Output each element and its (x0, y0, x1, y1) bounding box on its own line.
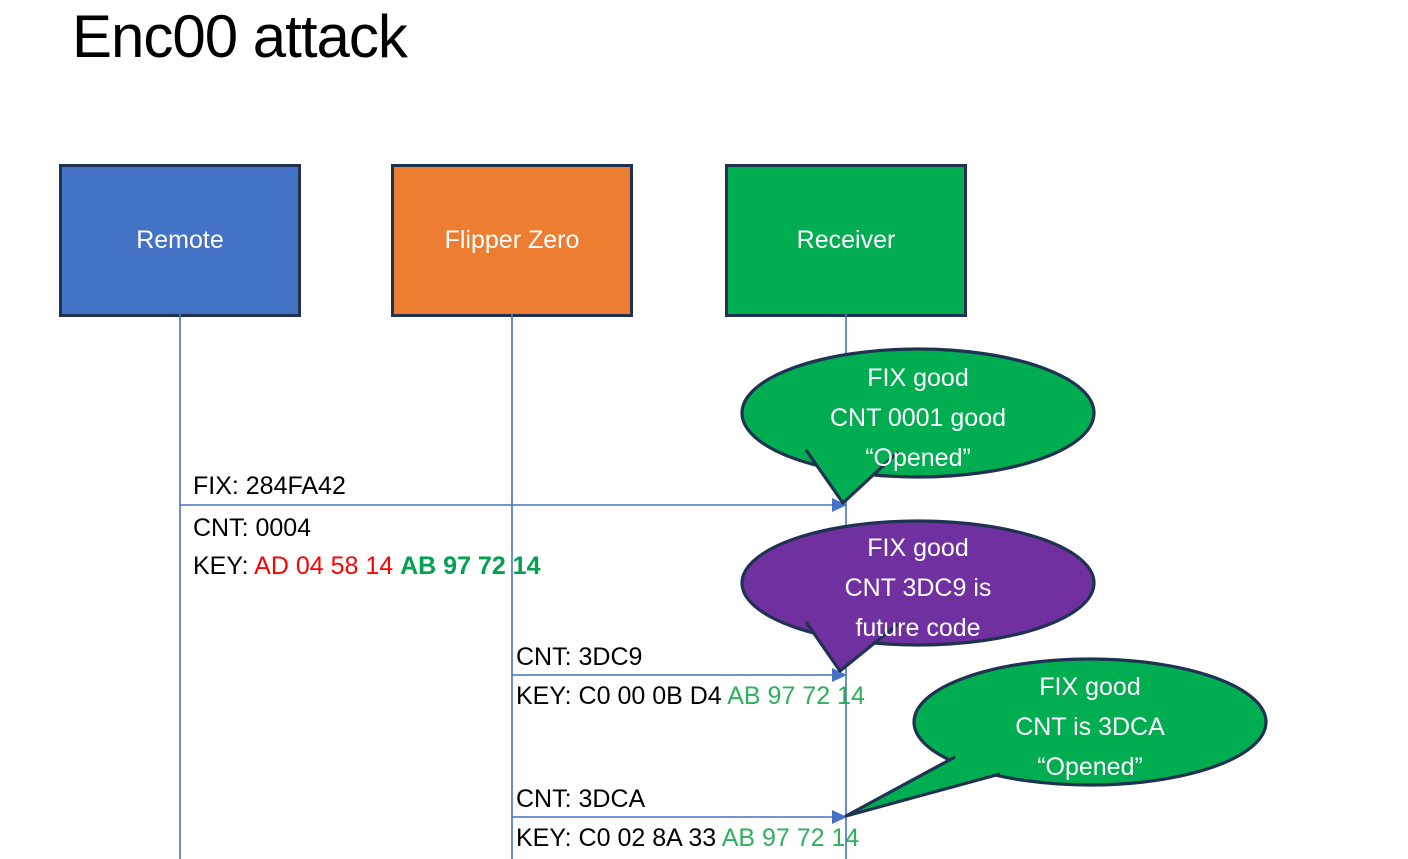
message-1-key-red-bytes: AD 04 58 14 (254, 552, 401, 580)
message-3-cnt-label: CNT: 3DCA (516, 785, 646, 813)
message-2-key-green-bytes: AB 97 72 14 (727, 682, 865, 710)
callout-1-tail (804, 449, 900, 505)
callout-2-line-2: CNT 3DC9 is (844, 574, 992, 602)
callout-3-line-3: “Opened” (1037, 753, 1143, 781)
message-2-key-label: KEY: C0 00 0B D4 AB 97 72 14 (516, 681, 865, 711)
message-2-cnt-label: CNT: 3DC9 (516, 643, 643, 671)
callout-3-line-1: FIX good (1039, 673, 1141, 701)
message-1-key-prefix: KEY: (193, 552, 255, 580)
callout-2-line-1: FIX good (867, 534, 969, 562)
callout-3-bubble (912, 657, 1268, 787)
callout-1-line-1: FIX good (867, 364, 969, 392)
callout-2-tail (804, 621, 900, 673)
callout-2-line-3: future code (855, 614, 981, 642)
actor-box-flipper-zero: Flipper Zero (391, 164, 633, 317)
callout-3-tail (844, 755, 1001, 818)
actor-label-remote: Remote (136, 226, 224, 254)
message-3-key-prefix: KEY: C0 02 8A 33 (516, 824, 722, 852)
message-1-cnt-label: CNT: 0004 (193, 514, 312, 542)
callout-3-line-2: CNT is 3DCA (1015, 713, 1165, 741)
callout-1-text: FIX good CNT 0001 good “Opened” (742, 358, 1094, 478)
message-3-key-label: KEY: C0 02 8A 33 AB 97 72 14 (516, 823, 859, 853)
slide-title: Enc00 attack (72, 3, 408, 70)
message-1-key-label: KEY: AD 04 58 14 AB 97 72 14 (193, 551, 540, 581)
message-2-key-prefix: KEY: C0 00 0B D4 (516, 682, 728, 710)
callout-2-bubble (740, 519, 1096, 647)
actor-label-flipper-zero: Flipper Zero (444, 226, 580, 254)
callout-1-line-3: “Opened” (865, 444, 971, 472)
actor-box-remote: Remote (59, 164, 301, 317)
message-arrow-3-head (832, 810, 847, 824)
message-1-key-green-bytes: AB 97 72 14 (400, 552, 541, 580)
callout-1-line-2: CNT 0001 good (829, 404, 1007, 432)
message-arrow-2-head (832, 668, 847, 682)
message-1-fix-label: FIX: 284FA42 (193, 472, 346, 500)
message-arrow-1-head (832, 498, 847, 512)
message-3-key-green-bytes: AB 97 72 14 (721, 824, 860, 852)
callout-1-bubble (740, 347, 1096, 479)
callout-3-text: FIX good CNT is 3DCA “Opened” (914, 667, 1266, 787)
callout-2-text: FIX good CNT 3DC9 is future code (742, 528, 1094, 648)
actor-label-receiver: Receiver (796, 226, 896, 254)
